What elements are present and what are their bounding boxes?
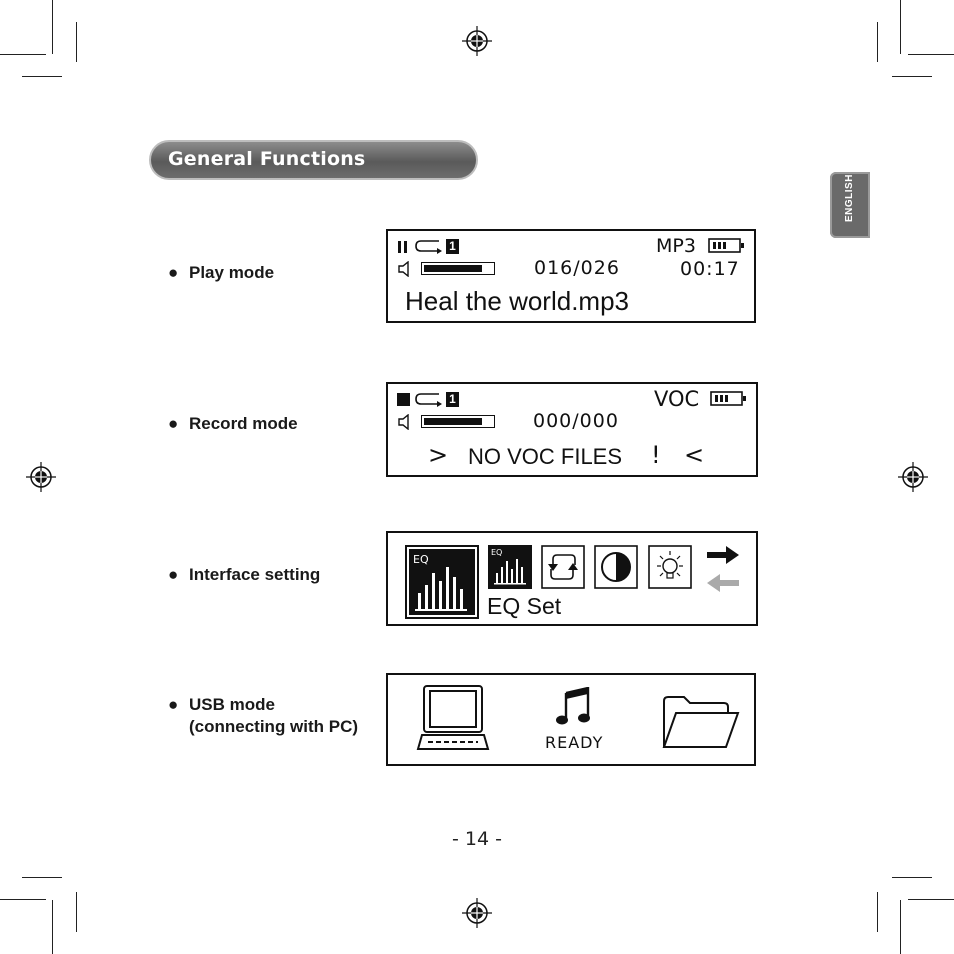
mode-label-play: ● Play mode (168, 262, 274, 284)
crop-mark (877, 22, 878, 62)
mode-label-record: ● Record mode (168, 413, 298, 435)
language-tab-label: ENGLISH (844, 174, 855, 222)
registration-mark-icon (462, 898, 492, 928)
eq-small-icon[interactable]: EQ (488, 545, 532, 589)
registration-mark-icon (26, 462, 56, 492)
volume-bar-fill (424, 418, 482, 425)
stop-icon (397, 393, 410, 406)
crop-mark (908, 899, 954, 900)
section-title: General Functions (168, 148, 366, 170)
page-number: - 14 - (452, 828, 502, 850)
eq-icon-text: EQ (491, 548, 502, 557)
pause-icon (398, 241, 407, 253)
bullet-icon: ● (168, 414, 179, 433)
arrow-right-icon[interactable] (706, 545, 740, 565)
crop-mark (52, 0, 53, 54)
play-time: 00:17 (680, 258, 740, 280)
eq-large-icon[interactable]: EQ (405, 545, 479, 619)
usb-status-label: READY (545, 733, 604, 752)
no-files-message: NO VOC FILES (468, 444, 623, 469)
registration-mark-icon (462, 26, 492, 56)
mode-label-interface: ● Interface setting (168, 564, 320, 586)
battery-icon (710, 391, 746, 406)
crop-mark (52, 900, 53, 954)
track-title: Heal the world.mp3 (405, 286, 629, 316)
crop-mark (76, 892, 77, 932)
arrow-left-icon[interactable] (706, 573, 740, 593)
bullet-icon: ● (168, 263, 179, 282)
crop-mark (892, 76, 932, 77)
usb-mode-screen: READY (386, 673, 756, 766)
record-mode-screen: 1 VOC 000/000 > NO VOC FILES ! < (386, 382, 758, 477)
crop-mark (0, 899, 46, 900)
crop-mark (877, 892, 878, 932)
contrast-icon[interactable] (594, 545, 638, 589)
crop-mark (900, 900, 901, 954)
registration-mark-icon (898, 462, 928, 492)
crop-mark (0, 54, 46, 55)
bullet-icon: ● (168, 565, 179, 584)
mode-label-usb-sub: (connecting with PC) (189, 717, 359, 736)
section-header-pill (149, 140, 478, 180)
volume-bar (421, 415, 495, 428)
crop-mark (22, 76, 62, 77)
crop-mark (892, 877, 932, 878)
mode-label-text: Play mode (189, 263, 275, 282)
speaker-icon (398, 261, 409, 277)
crop-mark (900, 0, 901, 54)
file-counter: 000/000 (533, 410, 619, 432)
crop-mark (76, 22, 77, 62)
mode-label-usb: ● USB mode (168, 694, 275, 716)
folder-icon (662, 696, 740, 748)
crop-mark (22, 877, 62, 878)
music-note-icon (556, 687, 590, 725)
repeat-icon (415, 240, 442, 254)
repeat-one-badge: 1 (446, 392, 459, 407)
mode-label-text: Record mode (189, 414, 298, 433)
interface-setting-screen: EQ EQ (386, 531, 758, 626)
message-right-bracket: < (684, 441, 705, 469)
interface-caption: EQ Set (487, 593, 562, 619)
mode-label-text: USB mode (189, 695, 275, 714)
message-exclamation: ! (651, 441, 661, 469)
format-label: VOC (654, 387, 700, 411)
crop-mark (908, 54, 954, 55)
battery-icon (708, 238, 744, 253)
volume-bar-fill (424, 265, 482, 272)
language-tab (830, 172, 870, 238)
backlight-icon[interactable] (648, 545, 692, 589)
format-label: MP3 (656, 235, 696, 257)
repeat-icon (415, 393, 442, 407)
play-mode-screen: 1 MP3 016/026 00:17 Heal the world.mp3 (386, 229, 756, 323)
repeat-one-badge: 1 (446, 239, 459, 254)
repeat-mode-icon[interactable] (541, 545, 585, 589)
speaker-icon (398, 414, 409, 430)
eq-icon-text: EQ (413, 553, 429, 566)
computer-icon (416, 685, 490, 750)
message-left-bracket: > (428, 441, 449, 469)
mode-label-text: Interface setting (189, 565, 321, 584)
volume-bar (421, 262, 495, 275)
bullet-icon: ● (168, 695, 179, 714)
track-counter: 016/026 (534, 257, 620, 279)
